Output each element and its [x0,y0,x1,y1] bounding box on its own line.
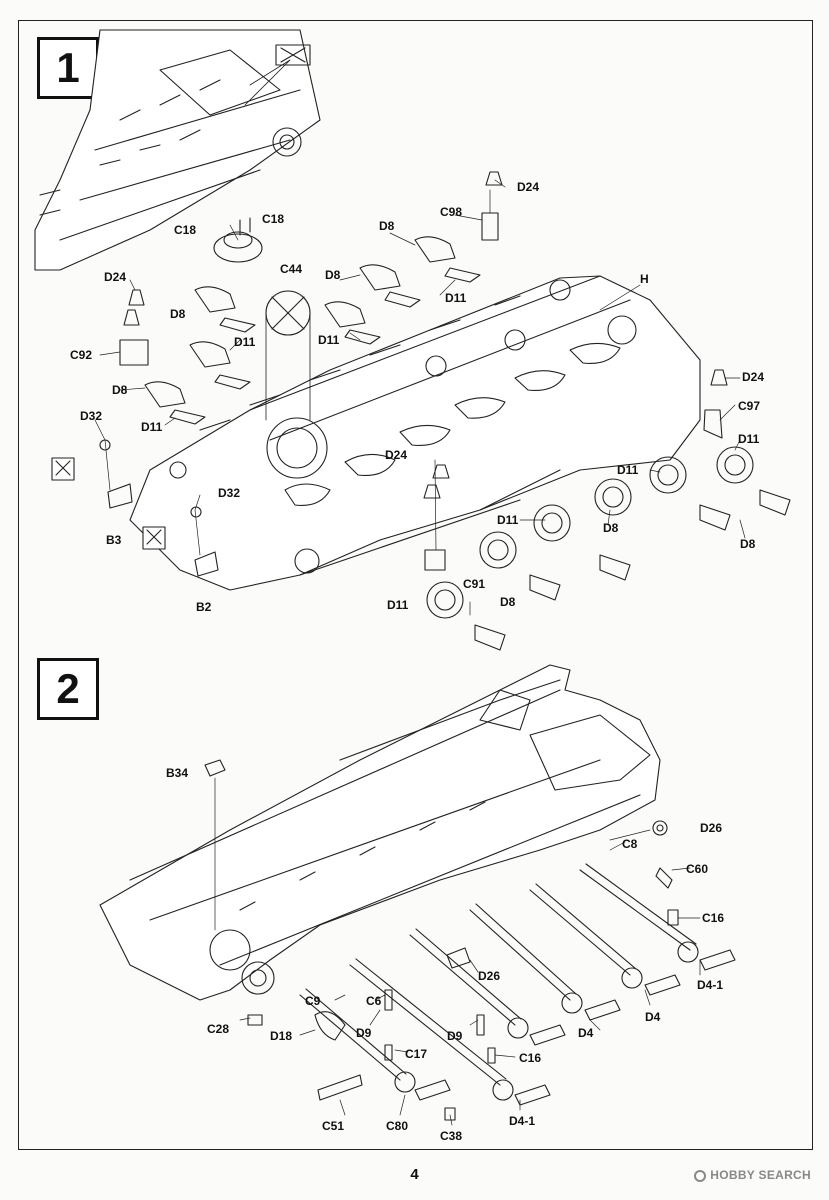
label-c97: C97 [738,399,760,413]
watermark-text: HOBBY SEARCH [710,1168,811,1182]
label-b34: B34 [166,766,188,780]
step-1-left-lights [144,236,481,425]
label-d8-3: D8 [170,307,186,321]
cut-tool-icon-b [142,526,166,550]
label-c92: C92 [70,348,92,362]
label-d24-left: D24 [104,270,126,284]
label-c98: C98 [440,205,462,219]
label-d32-a: D32 [80,409,102,423]
bracket-c98-c92-c97-c91 [119,212,723,571]
label-d11-2: D11 [318,333,340,347]
label-d32-b: D32 [218,486,240,500]
label-c51: C51 [322,1119,344,1133]
label-c9: C9 [305,994,321,1008]
step-2-badge: 2 [37,658,99,720]
c18-cupola-part [213,217,263,263]
label-d8-m1: D8 [500,595,516,609]
label-c16-a: C16 [702,911,724,925]
label-c38: C38 [440,1129,462,1143]
label-d24-mid: D24 [385,448,407,462]
step-1-leader-lines [94,179,746,616]
label-d11-1: D11 [445,291,467,305]
c44-hatch-part [265,290,311,421]
label-c18-b: C18 [262,212,284,226]
label-d11-m2: D11 [387,598,409,612]
label-d8-2: D8 [325,268,341,282]
step-2-part-labels: B34 D26 C8 C60 C16 D4-1 D4 D26 D4 C28 C9… [166,766,724,1143]
step-1-number: 1 [56,44,80,91]
step-1-reference-inset [34,29,321,271]
b34-part [204,759,226,931]
step-1-hull-upper [129,275,701,591]
label-c44: C44 [280,262,302,276]
label-d4-a: D4 [645,1010,661,1024]
watermark: HOBBY SEARCH [694,1168,811,1182]
label-d4-b: D4 [578,1026,594,1040]
label-d11-m1: D11 [497,513,519,527]
label-d11-3: D11 [234,335,256,349]
instruction-page-frame [18,20,813,1150]
label-d8-4: D8 [112,383,128,397]
label-d26-a: D26 [700,821,722,835]
step-1-badge: 1 [37,37,99,99]
label-c17: C17 [405,1047,427,1061]
step-1-right-lights [426,446,791,651]
label-d8-r1: D8 [603,521,619,535]
label-b3: B3 [106,533,122,547]
cut-tool-icon-a [51,457,75,481]
label-c18-a: C18 [174,223,196,237]
label-d4-1-b: D4-1 [509,1114,535,1128]
label-c60: C60 [686,862,708,876]
label-h: H [640,272,649,286]
label-c28: C28 [207,1022,229,1036]
label-d11-r1: D11 [738,432,760,446]
page-number: 4 [410,1166,419,1183]
label-b2: B2 [196,600,212,614]
label-d9-a: D9 [356,1026,372,1040]
label-d8-1: D8 [379,219,395,233]
step-2-hull-lower [99,664,661,1001]
watermark-logo-icon [694,1170,707,1182]
label-d9-b: D9 [447,1029,463,1043]
label-c80: C80 [386,1119,408,1133]
label-d8-r2: D8 [740,537,756,551]
step-2-small-parts [247,820,679,1121]
step-1-part-labels: D24 C98 H C18 C18 C44 D8 D11 D8 D11 D24 … [70,180,764,614]
label-c16-b: C16 [519,1051,541,1065]
label-c6: C6 [366,994,382,1008]
label-d18: D18 [270,1029,292,1043]
step-2-number: 2 [56,665,80,712]
label-d24-top: D24 [517,180,539,194]
label-d4-1-a: D4-1 [697,978,723,992]
label-d24-right: D24 [742,370,764,384]
label-d11-r2: D11 [617,463,639,477]
step-2-leader-lines [239,829,701,1126]
label-d11-4: D11 [141,420,163,434]
label-c91: C91 [463,577,485,591]
label-d26-b: D26 [478,969,500,983]
suspension-arms [299,863,736,1106]
label-c8: C8 [622,837,638,851]
